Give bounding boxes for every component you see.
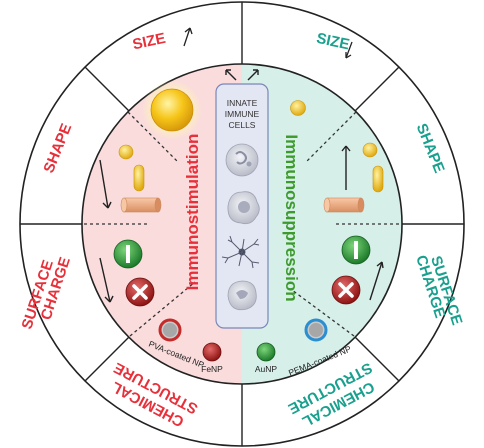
panel-title-line-1: INNATE <box>227 98 258 108</box>
dotted-separators <box>84 111 400 337</box>
neutrophil-cell-icon <box>225 143 259 177</box>
monocyte-cell-icon <box>227 280 257 311</box>
left-shape-arrow <box>99 159 112 209</box>
ring-dividers <box>20 2 464 446</box>
inner-circle <box>81 63 403 385</box>
right-cylinder-np-icon <box>323 197 365 213</box>
macrophage-cell-icon <box>227 191 260 225</box>
pva-coated-np-icon <box>158 318 182 342</box>
aunp-icon <box>256 342 276 362</box>
panel-title-line-3: CELLS <box>229 120 256 130</box>
fenp-icon <box>202 342 222 362</box>
right-size-label: SIZE <box>315 30 351 54</box>
right-size-arrow <box>345 41 353 59</box>
left-positive-charge-icon <box>125 277 155 307</box>
right-charge-arrow <box>369 261 384 301</box>
large-gold-np-icon <box>150 88 194 132</box>
left-sphere-np-icon <box>118 144 134 160</box>
pema-coated-np-icon <box>304 318 328 342</box>
immunostimulation-label: Immunostimulation <box>183 134 202 291</box>
aunp-label: AuNP <box>255 364 278 374</box>
dendritic-cell-icon <box>221 235 260 269</box>
left-rod-np-icon <box>133 164 145 192</box>
fenp-label: FeNP <box>201 364 223 374</box>
immunosuppression-label: Immunosuppression <box>282 134 301 301</box>
left-neutral-charge-icon <box>113 239 143 269</box>
panel-title-line-2: IMMUNE <box>225 109 260 119</box>
left-charge-arrow <box>99 257 114 303</box>
left-size-label: SIZE <box>131 30 167 54</box>
right-shape-arrow <box>341 145 351 190</box>
right-sphere-np-icon <box>362 142 378 158</box>
right-neutral-charge-icon <box>341 235 371 265</box>
right-positive-charge-icon <box>331 275 361 305</box>
left-cylinder-np-icon <box>120 197 162 213</box>
right-rod-np-icon <box>372 165 384 193</box>
panel-top-arrows <box>225 69 259 81</box>
small-gold-np-icon <box>290 100 306 116</box>
left-size-arrow <box>183 27 193 47</box>
